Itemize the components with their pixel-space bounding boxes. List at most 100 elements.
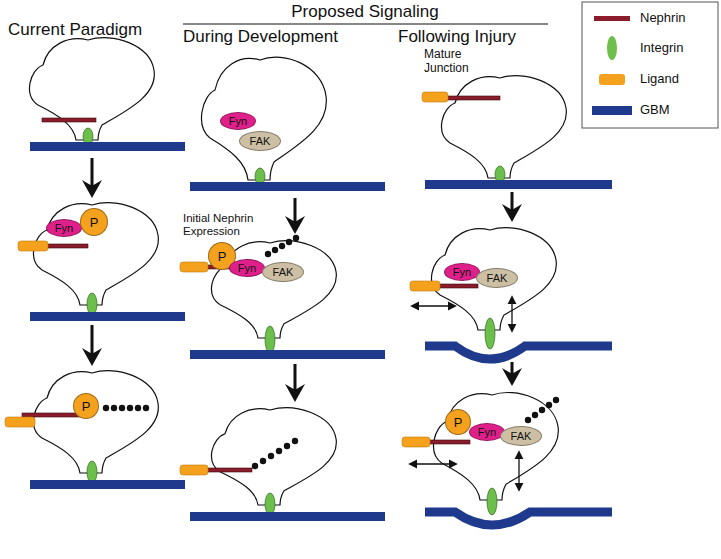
step-arrow bbox=[82, 158, 522, 402]
ligand bbox=[410, 281, 440, 291]
ligand bbox=[18, 241, 48, 251]
phospho-circle: P bbox=[80, 208, 108, 236]
podocyte-cell bbox=[434, 393, 559, 500]
phospho-circle: P bbox=[445, 409, 471, 435]
node-label: FAK bbox=[487, 273, 508, 284]
column-heading: During Development bbox=[183, 27, 338, 47]
stage-note: Initial Nephrin Expression bbox=[183, 212, 275, 238]
node-label: FAK bbox=[273, 267, 294, 278]
step-arrow bbox=[285, 364, 305, 402]
stage-note: Mature Junction bbox=[424, 48, 488, 76]
fyn-kinase: Fyn bbox=[46, 219, 82, 237]
integrin bbox=[265, 493, 275, 515]
nephrin bbox=[22, 96, 500, 472]
ligand bbox=[402, 437, 430, 447]
movement-arrow bbox=[412, 305, 455, 306]
node-label: P bbox=[90, 216, 99, 229]
fak-kinase: FAK bbox=[239, 131, 281, 151]
phospho-chain bbox=[260, 458, 266, 464]
phospho-circle: P bbox=[73, 393, 99, 419]
podocyte-cell bbox=[34, 203, 159, 305]
nephrin bbox=[440, 96, 500, 100]
podocyte-cell bbox=[30, 38, 567, 505]
phospho-chain bbox=[252, 463, 258, 469]
podocyte-cell bbox=[30, 38, 155, 140]
phospho-chain bbox=[276, 448, 282, 454]
step-arrow bbox=[285, 198, 305, 234]
integrin bbox=[487, 488, 497, 515]
section-underline bbox=[183, 24, 548, 25]
phospho-chain bbox=[127, 405, 133, 411]
gbm-band bbox=[425, 180, 612, 189]
podocyte-cell bbox=[442, 76, 567, 178]
legend-label: Integrin bbox=[640, 41, 683, 56]
gbm-band bbox=[30, 142, 612, 525]
step-arrow bbox=[502, 192, 522, 222]
node-label: Fyn bbox=[55, 223, 73, 234]
phospho-chain bbox=[272, 247, 278, 253]
fak-kinase: FAK bbox=[262, 262, 304, 282]
podocyte-cell bbox=[212, 408, 337, 505]
phospho-chain bbox=[292, 438, 298, 444]
phospho-chain bbox=[539, 407, 545, 413]
phospho-chain bbox=[293, 235, 299, 241]
gbm-band bbox=[30, 480, 185, 489]
legend-label: Nephrin bbox=[640, 11, 686, 26]
gbm-band bbox=[425, 346, 612, 359]
node-label: P bbox=[454, 416, 463, 429]
node-label: P bbox=[82, 400, 91, 413]
phospho-chain bbox=[286, 239, 292, 245]
movement-arrow bbox=[410, 297, 519, 490]
nephrin bbox=[42, 118, 96, 122]
step-arrow bbox=[82, 158, 102, 198]
legend-swatch bbox=[592, 106, 632, 115]
column-heading: Following Injury bbox=[398, 27, 516, 47]
step-arrow bbox=[82, 325, 102, 366]
node-label: P bbox=[218, 250, 227, 263]
phospho-chain bbox=[143, 405, 149, 411]
phospho-chain bbox=[532, 412, 538, 418]
node-label: Fyn bbox=[229, 116, 247, 127]
section-heading: Proposed Signaling bbox=[291, 2, 438, 22]
node-label: FAK bbox=[511, 431, 532, 442]
podocyte-cell bbox=[34, 371, 159, 473]
legend-label: GBM bbox=[640, 103, 670, 118]
fyn-kinase: Fyn bbox=[220, 112, 256, 130]
ligand bbox=[5, 92, 448, 475]
integrin bbox=[87, 461, 97, 483]
fak-kinase: FAK bbox=[500, 426, 542, 446]
phospho-chain bbox=[135, 405, 141, 411]
step-arrow bbox=[502, 362, 522, 386]
node-label: Fyn bbox=[453, 267, 471, 278]
legend-swatch bbox=[594, 16, 630, 21]
fak-kinase: FAK bbox=[476, 268, 518, 288]
phospho-chain bbox=[279, 243, 285, 249]
legend-swatch bbox=[607, 36, 617, 60]
integrin bbox=[265, 326, 275, 353]
legend-frame bbox=[582, 2, 718, 128]
legend-swatch bbox=[599, 74, 625, 85]
phospho-chain bbox=[119, 405, 125, 411]
gbm-band bbox=[190, 182, 385, 191]
gbm-band bbox=[190, 350, 385, 359]
movement-arrow bbox=[518, 452, 519, 490]
phospho-chain bbox=[284, 443, 290, 449]
phospho-chain bbox=[268, 453, 274, 459]
legend-frame bbox=[582, 2, 718, 128]
fyn-kinase: Fyn bbox=[229, 259, 265, 277]
ligand bbox=[180, 465, 208, 475]
gbm-band bbox=[425, 512, 612, 525]
gbm-band bbox=[30, 142, 185, 151]
phospho-chain bbox=[546, 402, 552, 408]
podocyte-cell bbox=[202, 57, 327, 180]
phospho-chain bbox=[103, 405, 109, 411]
node-label: Fyn bbox=[238, 263, 256, 274]
phospho-chain bbox=[525, 417, 531, 423]
gbm-band bbox=[30, 312, 185, 321]
ligand bbox=[5, 417, 35, 427]
ligand bbox=[180, 262, 208, 272]
ligand bbox=[422, 92, 448, 102]
podocyte-cell bbox=[432, 228, 557, 330]
integrin bbox=[485, 318, 495, 349]
